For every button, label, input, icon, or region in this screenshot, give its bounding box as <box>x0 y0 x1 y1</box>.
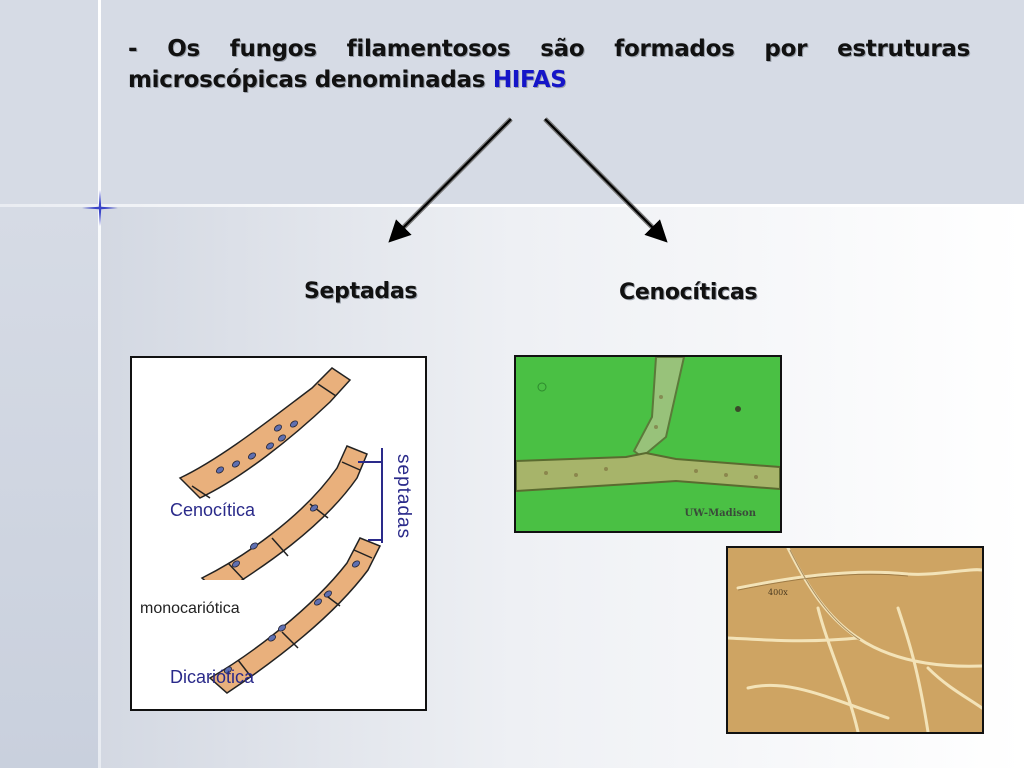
heading-text: - Os fungos filamentosos são formados po… <box>128 36 970 93</box>
tan-hyphae-image <box>728 548 982 732</box>
left-band <box>0 207 98 768</box>
vertical-accent-line <box>98 0 101 768</box>
label-dicariotica: Dicariótica <box>170 667 255 687</box>
label-septadas-vertical: septadas <box>393 454 414 540</box>
micrograph-tan: 400x <box>726 546 984 734</box>
slide-heading: - Os fungos filamentosos são formados po… <box>128 34 970 96</box>
magnification-label: 400x <box>768 588 788 597</box>
arrow-right <box>543 117 668 243</box>
micrograph-caption: UW-Madison <box>684 508 756 519</box>
branch-label-cenociticas: Cenocíticas <box>619 280 758 305</box>
hyphae-illustration <box>132 367 383 694</box>
label-monocariotica: monocariótica <box>140 600 240 617</box>
heading-highlight: HIFAS <box>492 67 567 93</box>
micrograph-green: UW-Madison <box>514 355 782 533</box>
green-hyphae-image <box>516 357 780 531</box>
label-cenocitica: Cenocítica <box>170 500 256 520</box>
top-band <box>0 0 1024 207</box>
branch-label-septadas: Septadas <box>304 279 418 304</box>
horizontal-accent-line <box>0 204 1024 207</box>
hyphae-diagram: Cenocítica monocariótica Dicariótica sep… <box>130 356 427 711</box>
arrow-left <box>388 117 513 243</box>
sparkle-icon <box>82 190 118 226</box>
